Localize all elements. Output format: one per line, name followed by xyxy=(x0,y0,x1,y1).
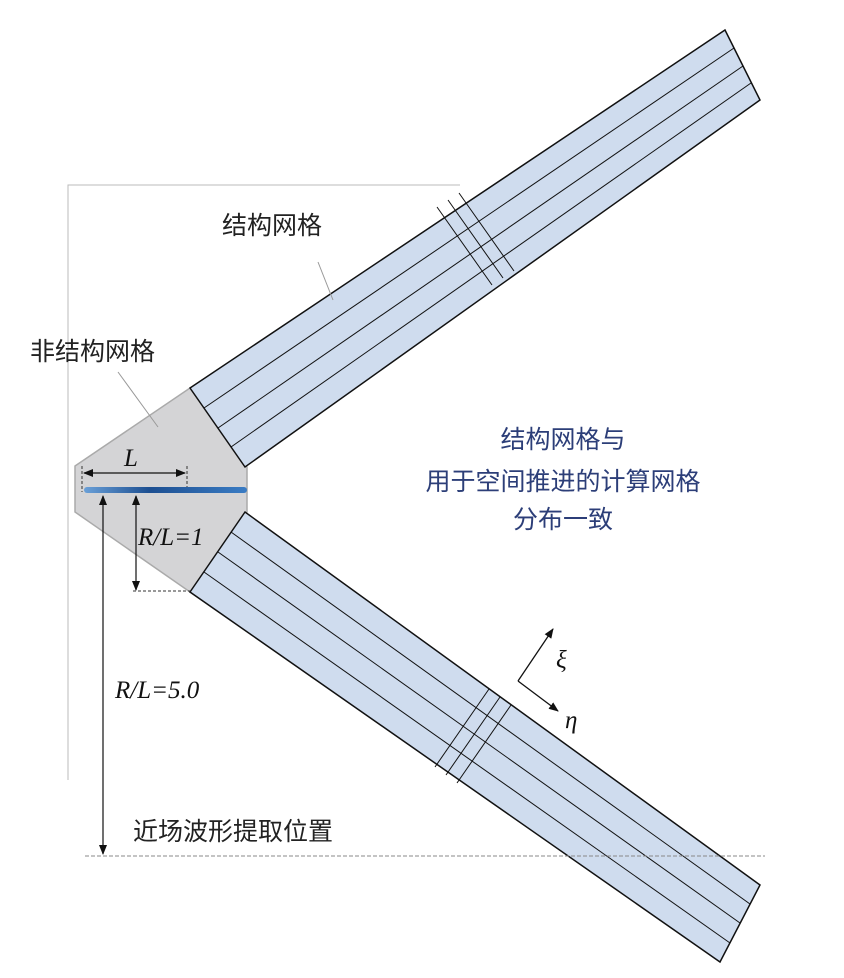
length-label: L xyxy=(123,445,138,472)
structured-leader xyxy=(317,261,334,301)
note-line-2: 用于空间推进的计算网格 xyxy=(425,467,700,496)
ratio-near-label: R/L=1 xyxy=(137,524,204,551)
unstructured-leader xyxy=(117,371,159,428)
eta-label: η xyxy=(565,707,577,734)
xi-label: ξ xyxy=(556,647,567,674)
note-line-1: 结构网格与 xyxy=(500,425,625,454)
coordinate-axes-icon xyxy=(517,628,559,712)
body-geometry xyxy=(84,487,247,493)
ratio-far-label: R/L=5.0 xyxy=(114,677,200,704)
extraction-position-label: 近场波形提取位置 xyxy=(133,817,333,846)
upper-structured-band xyxy=(188,28,761,469)
unstructured-grid-label: 非结构网格 xyxy=(30,337,155,366)
domain-frame xyxy=(67,184,460,780)
lower-structured-band xyxy=(188,510,761,964)
note-line-3: 分布一致 xyxy=(513,505,613,534)
structured-grid-label: 结构网格 xyxy=(222,211,322,240)
